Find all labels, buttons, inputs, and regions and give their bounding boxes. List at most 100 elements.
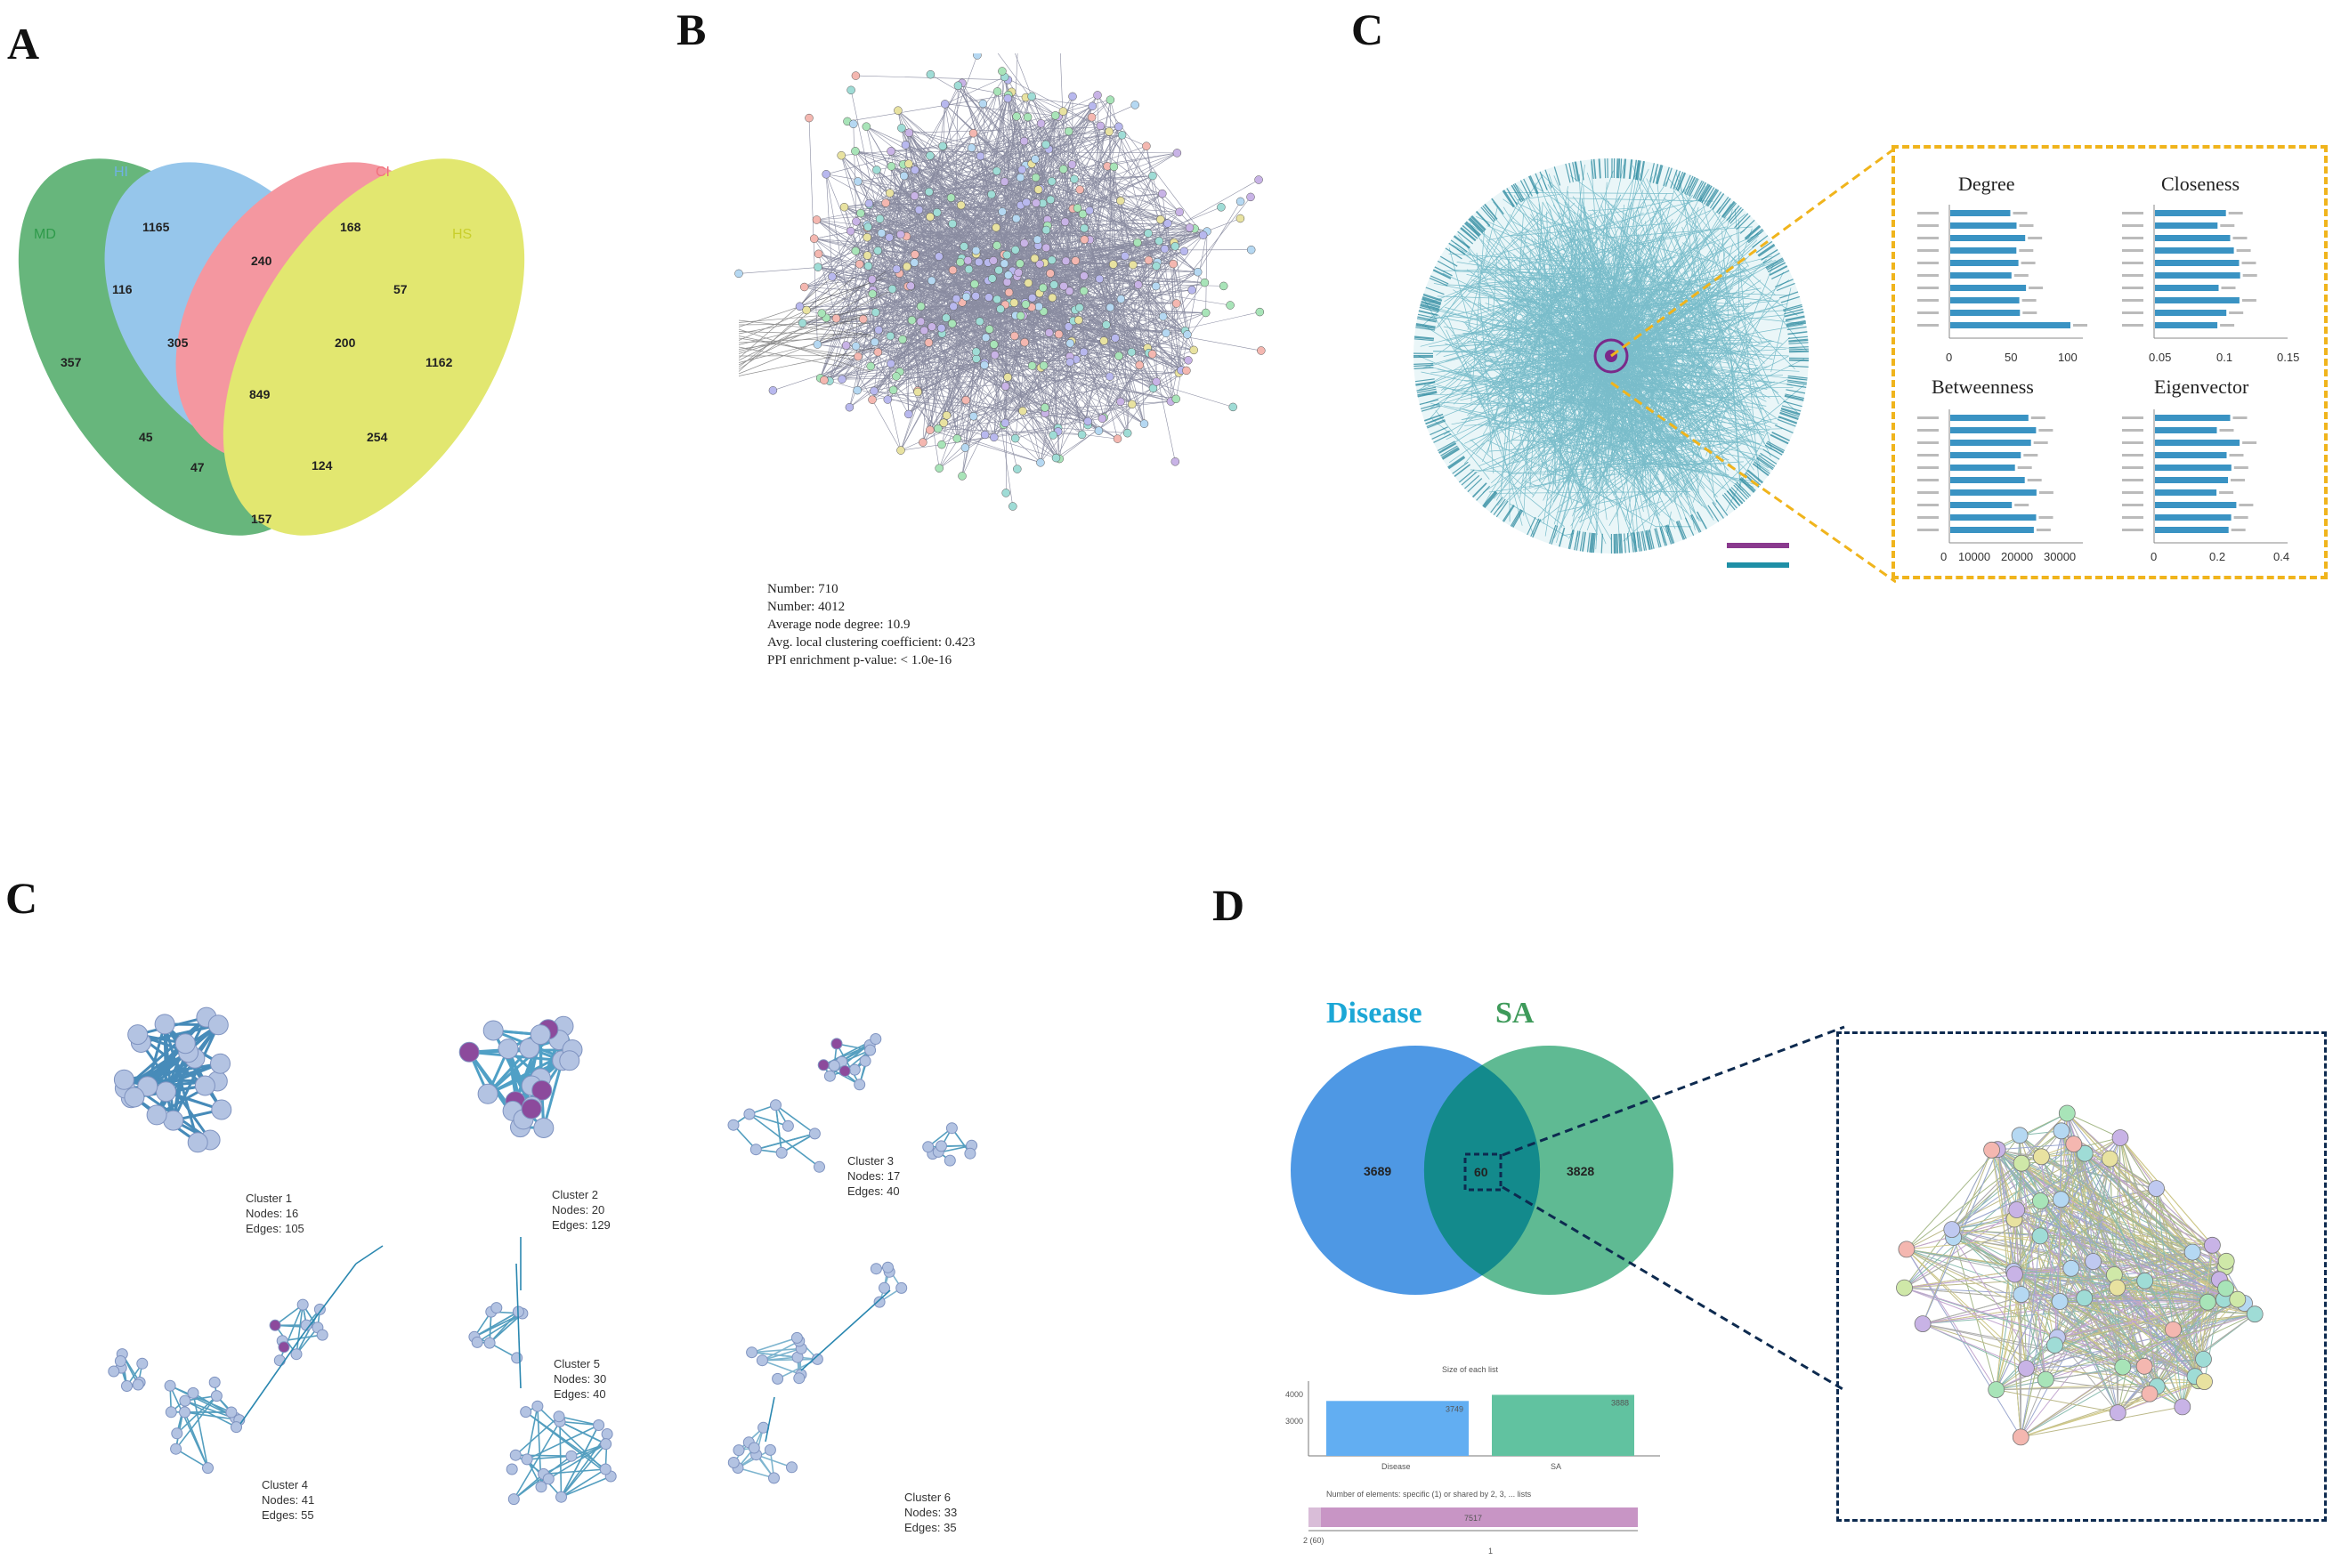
ppi-node [1246,245,1256,255]
ppi-edge [997,53,1138,243]
metric-value-label [2241,299,2256,302]
network-edge [1619,533,1622,554]
network-edge [1616,158,1618,179]
ppi-edge [1109,100,1111,377]
ppi-node [1246,192,1255,202]
core-edge [1996,1386,2158,1391]
network-edge [1435,409,1490,480]
ppi-node [938,141,947,150]
ppi-node [851,147,860,156]
network-edge [1733,484,1748,500]
network-edge [1438,442,1456,454]
ppi-node [885,233,894,242]
ppi-node [971,291,980,301]
cluster-node [775,1146,788,1159]
metric-value-label [2229,311,2244,314]
ppi-edge [929,429,1041,464]
ppi-node [989,256,998,265]
ppi-edge [1025,97,1187,371]
ppi-edge [1155,286,1157,382]
cluster-edge [239,1334,304,1425]
network-edge [1448,242,1466,255]
ppi-node [868,289,877,298]
ppi-node [863,222,872,231]
venn-label-hs: HS [452,227,472,242]
network-edge [1482,490,1496,507]
ppi-edge [929,333,943,431]
venn-region: 168 [340,220,361,234]
ppi-node [863,232,871,242]
cluster-node [164,1379,176,1392]
shared-axis-tick: 1 [1488,1547,1493,1556]
network-edge [1614,533,1616,554]
ppi-node [1075,303,1084,312]
venn-region: 57 [393,282,408,296]
network-edge [1626,533,1631,554]
ppi-edge [1069,100,1111,344]
network-edge [1778,416,1797,424]
ppi-node [1128,400,1137,409]
network-edge [1523,308,1718,497]
core-edge [1997,1149,2015,1275]
network-edge [1437,260,1455,271]
ppi-node [734,269,743,279]
ppi-node [820,376,829,384]
metric-bar [1950,247,2017,254]
ppi-node [1075,185,1084,194]
network-edge [1566,226,1753,241]
network-edge [1445,247,1462,260]
metric-bar-label [1917,516,1939,519]
network-edge [1685,221,1722,253]
network-edge [1446,345,1622,399]
chart-bar [1492,1394,1634,1456]
network-edge [1502,504,1514,522]
venn-region: 254 [367,430,388,444]
network-edge [1499,226,1551,356]
network-edge [1681,308,1687,382]
metric-bar-label [2122,529,2143,531]
ppi-network [734,53,1266,511]
metric-bar-label [1917,466,1939,469]
cluster-node [313,1303,326,1315]
network-edge [1420,303,1440,310]
y-tick: 3000 [1285,1417,1303,1426]
core-edge [2156,1188,2158,1386]
ppi-edge [855,150,1038,240]
network-edge [1609,353,1758,452]
ppi-edge [975,295,1099,432]
network-edge [1702,341,1721,441]
network-edge [1637,160,1641,181]
metric-bar [1950,427,2037,433]
network-edge [1643,384,1767,407]
core-edge [2014,1251,2193,1275]
metric-bar [2155,502,2237,508]
network-edge [1452,244,1646,349]
ppi-node [907,316,917,325]
ppi-edge [1015,404,1132,439]
metric-value-label [2014,504,2029,506]
size-bar-chart: Size of each list 4000 3000 Disease SA N… [1285,1365,1660,1556]
ppi-node [919,438,927,447]
ppi-node [873,347,883,357]
cluster-edge [515,1263,522,1389]
ppi-node [904,159,913,168]
core-edge [1906,1249,2021,1438]
network-edge [1598,291,1755,388]
ppi-edge [820,232,882,378]
cluster-edge [355,1245,384,1265]
ppi-edge [942,333,1082,435]
ppi-edge [875,163,1033,313]
network-edge [1559,527,1565,547]
cluster-4-label: Cluster 4 Nodes: 41 Edges: 55 [262,1477,314,1523]
network-edge [1489,229,1578,395]
network-edge [1726,490,1740,506]
axis-tick: 10000 [1958,550,1990,563]
ppi-node [768,386,778,395]
network-edge [1770,265,1788,276]
ppi-node [1014,268,1023,278]
network-edge [1472,482,1487,498]
metric-bar [1950,272,2012,279]
network-edge [1651,207,1698,327]
ppi-edge [1074,282,1205,311]
ppi-node [1012,214,1021,223]
